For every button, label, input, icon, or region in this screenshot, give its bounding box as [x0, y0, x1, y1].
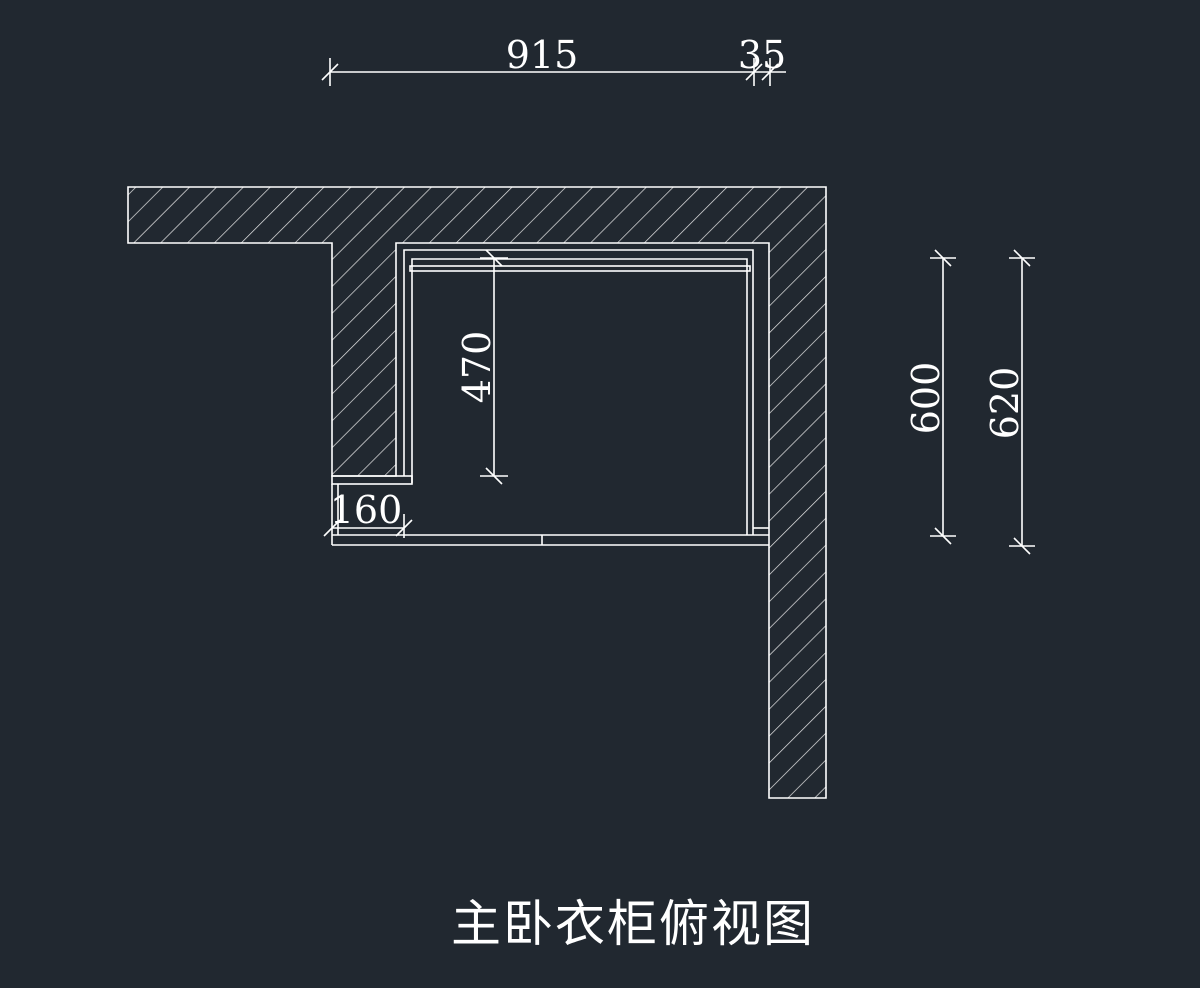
- dim-600: 600: [904, 362, 948, 435]
- hanging-rail: [409, 265, 751, 272]
- dimension-lines: [321, 58, 1035, 555]
- wall-hatched: [127, 186, 827, 799]
- drawing-title: 主卧衣柜俯视图: [451, 895, 815, 953]
- dim-160: 160: [330, 488, 403, 532]
- wardrobe-cabinet: [331, 249, 769, 546]
- dim-470: 470: [455, 331, 499, 404]
- dim-915: 915: [506, 33, 579, 77]
- dim-620: 620: [983, 367, 1027, 440]
- dim-35: 35: [738, 33, 786, 77]
